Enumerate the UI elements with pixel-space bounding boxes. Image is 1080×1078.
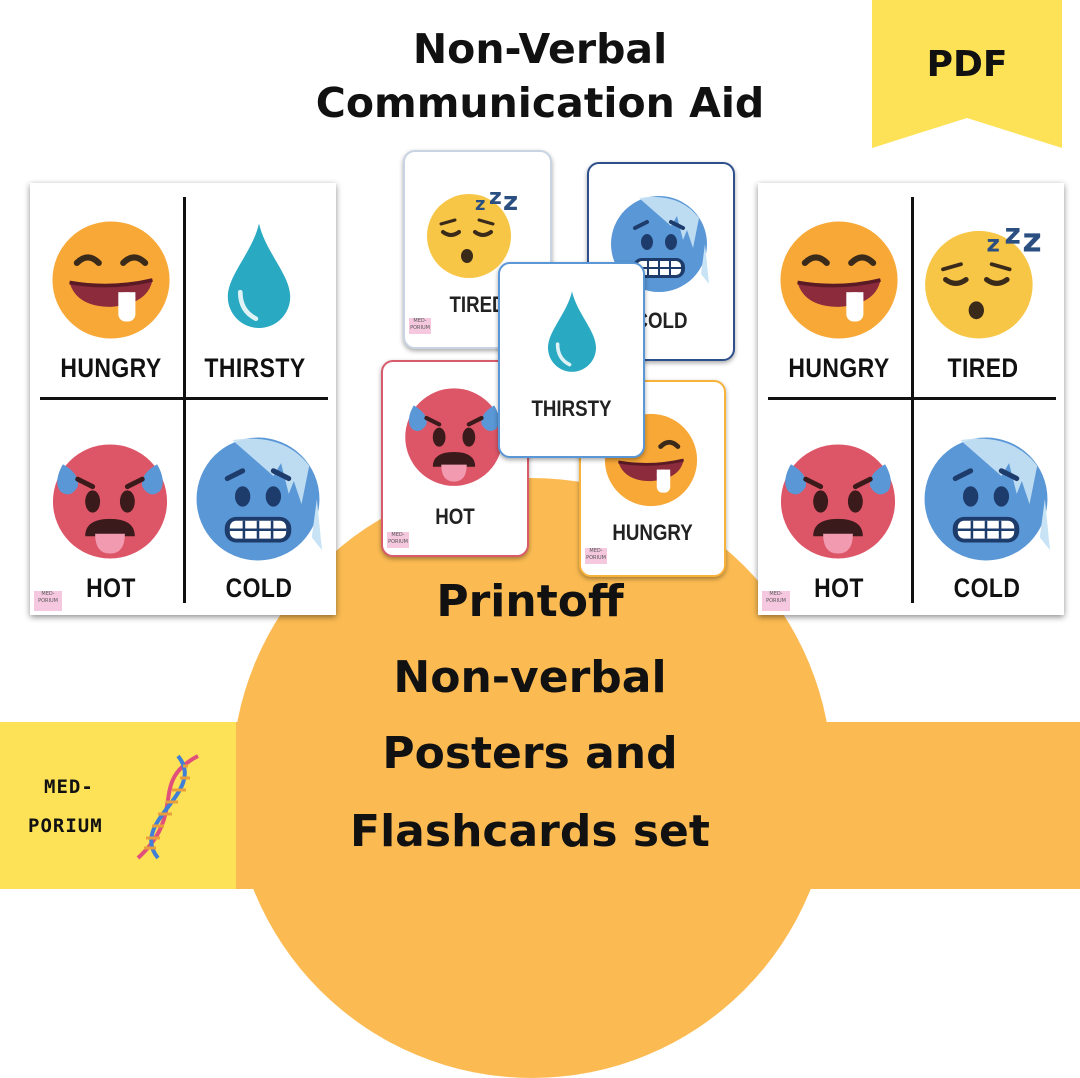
poster-cell-label: TIRED <box>947 353 1019 383</box>
flashcard-label: THIRSTY <box>531 396 612 421</box>
tired-emoji-icon <box>920 213 1048 341</box>
brand-tag: MED-PORIUM <box>585 548 607 564</box>
subtitle-line-2: Non-verbal <box>393 652 667 703</box>
subtitle-line-4: Flashcards set <box>350 806 710 857</box>
water-drop-icon <box>220 215 298 335</box>
poster-cell-label: THIRSTY <box>204 353 306 383</box>
poster-divider-vertical <box>183 197 186 603</box>
poster-cell-label: HUNGRY <box>788 353 890 383</box>
flashcard-label: HOT <box>435 504 475 529</box>
poster-divider-vertical <box>911 197 914 603</box>
poster-left: HUNGRY THIRSTY HOT COLD MED-PORIUM <box>30 183 336 615</box>
flashcard-thirsty: THIRSTY <box>498 262 645 458</box>
pdf-badge-label: PDF <box>926 44 1008 85</box>
title-line-1: Non-Verbal <box>412 25 668 73</box>
poster-cell-label: COLD <box>953 573 1021 603</box>
flashcard-label: HUNGRY <box>612 520 693 545</box>
poster-cell-label: HUNGRY <box>60 353 162 383</box>
hungry-emoji-icon <box>778 219 900 341</box>
dna-icon <box>136 754 199 860</box>
poster-cell-label: COLD <box>225 573 293 603</box>
page-title: Non-Verbal Communication Aid <box>0 22 1080 130</box>
logo-text-line-2: PORIUM <box>28 815 103 837</box>
poster-right: HUNGRY TIRED HOT COLD MED-PORIUM <box>758 183 1064 615</box>
brand-tag: MED-PORIUM <box>762 591 790 611</box>
title-line-2: Communication Aid <box>315 79 765 127</box>
hot-emoji-icon <box>48 437 172 561</box>
poster-cell-label: HOT <box>86 573 136 603</box>
brand-tag: MED-PORIUM <box>34 591 62 611</box>
subtitle-line-3: Posters and <box>382 728 678 779</box>
brand-tag: MED-PORIUM <box>387 532 409 548</box>
logo-text-line-1: MED- <box>44 776 94 798</box>
flashcard-label: TIRED <box>449 292 506 317</box>
poster-divider-horizontal <box>768 397 1056 400</box>
hot-emoji-icon <box>401 382 507 488</box>
hot-emoji-icon <box>776 437 900 561</box>
poster-cell-label: HOT <box>814 573 864 603</box>
cold-emoji-icon <box>922 435 1050 563</box>
water-drop-icon <box>542 288 602 374</box>
pdf-ribbon <box>872 0 1062 148</box>
logo-box <box>0 722 236 889</box>
hungry-emoji-icon <box>50 219 172 341</box>
brand-tag: MED-PORIUM <box>409 318 431 334</box>
poster-divider-horizontal <box>40 397 328 400</box>
cold-emoji-icon <box>194 435 322 563</box>
subtitle-line-1: Printoff <box>436 576 624 627</box>
